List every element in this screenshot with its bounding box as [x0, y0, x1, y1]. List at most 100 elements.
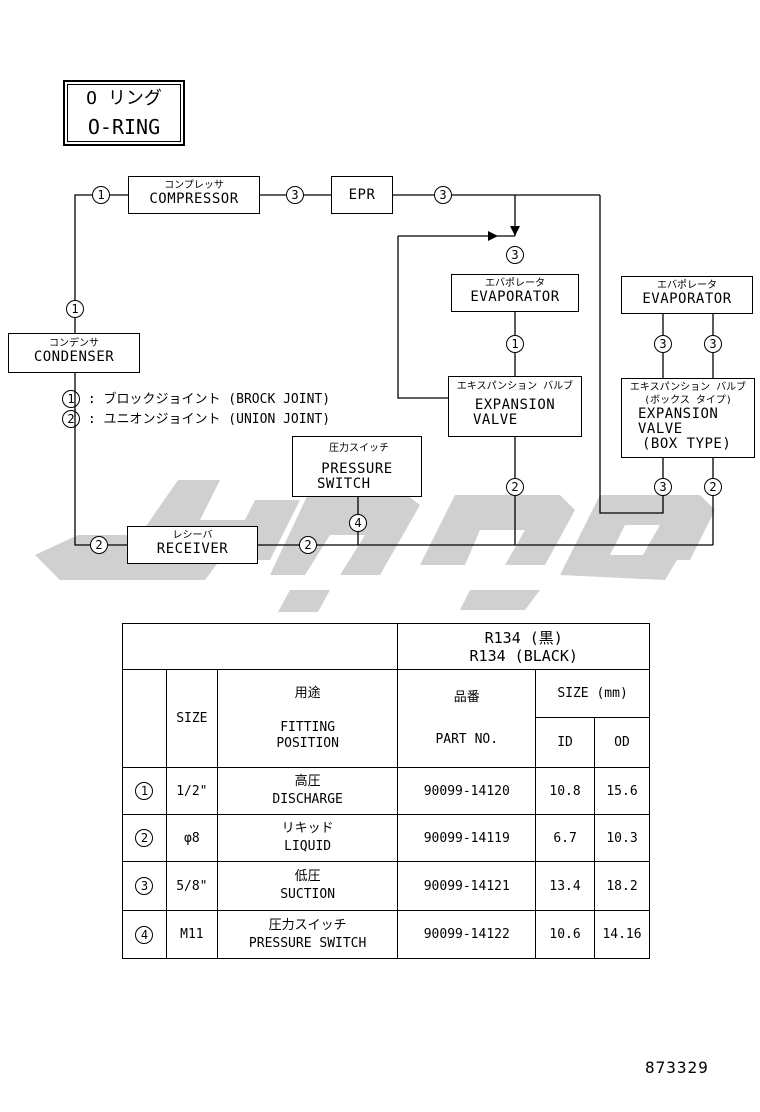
part-no-cell: 90099-14120	[397, 767, 537, 815]
marker-2: 2	[704, 478, 722, 496]
fitting-position-jp: リキッド	[281, 821, 334, 836]
fitting-position-header-en-2: POSITION	[276, 735, 339, 751]
expansion-valve-right-box: エキスパンション バルブ (ボックス タイプ) EXPANSION VALVE …	[621, 378, 755, 458]
expansion-valve-right-label-jp-2: (ボックス タイプ)	[644, 395, 732, 406]
row-marker: 2	[135, 829, 154, 847]
table-row: 1 1/2" 高圧 DISCHARGE 90099-14120 10.8 15.…	[122, 767, 650, 815]
fitting-position-cell: 高圧 DISCHARGE	[216, 767, 399, 815]
expansion-valve-left-label-1: EXPANSION	[474, 397, 556, 413]
o-ring-spec-table: R134 (黒) R134 (BLACK) SIZE 用途 FITTING PO…	[121, 623, 650, 959]
id-cell: 10.6	[535, 910, 596, 959]
condenser-label-jp: コンデンサ	[49, 338, 99, 349]
legend-text: : ブロックジョイント (BROCK JOINT)	[87, 392, 331, 407]
id-header: ID	[535, 717, 596, 768]
expansion-valve-left-label-jp: エキスパンション バルブ	[456, 381, 574, 392]
refrigerant-line-1: R134 (黒)	[484, 628, 563, 647]
size-mm-header: SIZE (mm)	[535, 669, 650, 718]
marker-4: 4	[349, 514, 367, 532]
size-cell: φ8	[165, 814, 218, 862]
id-cell: 6.7	[535, 814, 596, 862]
fitting-position-cell: リキッド LIQUID	[216, 814, 399, 862]
table-header-row: R134 (黒) R134 (BLACK)	[121, 623, 650, 670]
legend-text: : ユニオンジョイント (UNION JOINT)	[87, 412, 331, 427]
fitting-position-header: 用途 FITTING POSITION	[216, 669, 399, 768]
marker-3: 3	[286, 186, 304, 204]
row-marker: 3	[135, 877, 154, 895]
evaporator-left-box: エバポレータ EVAPORATOR	[451, 274, 579, 312]
pressure-switch-label-1: PRESSURE	[321, 461, 393, 477]
fitting-position-jp: 低圧	[294, 869, 321, 884]
legend: 1 : ブロックジョイント (BROCK JOINT) 2 : ユニオンジョイン…	[62, 390, 330, 430]
part-no-header: 品番 PART NO.	[397, 669, 537, 768]
expansion-valve-right-label-jp-1: エキスパンション バルブ	[629, 382, 747, 393]
marker-2: 2	[90, 536, 108, 554]
condenser-box: コンデンサ CONDENSER	[8, 333, 140, 373]
row-num-cell: 3	[122, 861, 167, 911]
joint-marker-2: 2	[62, 410, 80, 428]
part-no-cell: 90099-14119	[397, 814, 537, 862]
table-row: 3 5/8" 低圧 SUCTION 90099-14121 13.4 18.2	[122, 861, 650, 911]
od-cell: 15.6	[594, 767, 650, 815]
table-num-header	[122, 669, 167, 768]
compressor-label: COMPRESSOR	[149, 191, 239, 207]
od-cell: 14.16	[594, 910, 650, 959]
marker-3: 3	[704, 335, 722, 353]
evaporator-right-label-jp: エバポレータ	[657, 280, 717, 291]
od-cell: 18.2	[594, 861, 650, 911]
marker-3: 3	[654, 478, 672, 496]
id-cell: 10.8	[535, 767, 596, 815]
part-no-cell: 90099-14121	[397, 861, 537, 911]
row-num-cell: 2	[122, 814, 167, 862]
fitting-position-en: SUCTION	[280, 887, 336, 902]
evaporator-left-label: EVAPORATOR	[470, 289, 560, 305]
part-no-header-jp: 品番	[453, 689, 480, 705]
compressor-label-jp: コンプレッサ	[164, 180, 224, 191]
marker-1: 1	[92, 186, 110, 204]
legend-item: 1 : ブロックジョイント (BROCK JOINT)	[62, 390, 330, 410]
row-num-cell: 1	[122, 767, 167, 815]
condenser-label: CONDENSER	[33, 349, 115, 365]
marker-3: 3	[654, 335, 672, 353]
pressure-switch-label-2: SWITCH	[317, 476, 371, 492]
fitting-position-header-en-1: FITTING	[280, 719, 336, 735]
size-header: SIZE	[165, 669, 218, 768]
od-cell: 10.3	[594, 814, 650, 862]
part-no-cell: 90099-14122	[397, 910, 537, 959]
refrigerant-header: R134 (黒) R134 (BLACK)	[397, 623, 650, 670]
expansion-valve-right-label-1: EXPANSION	[638, 406, 719, 422]
receiver-box: レシーバ RECEIVER	[127, 526, 258, 564]
row-marker: 1	[135, 782, 154, 800]
pressure-switch-label-jp: 圧力スイッチ	[329, 443, 389, 454]
title-en: O-RING	[87, 115, 161, 139]
expansion-valve-right-label-3: (BOX TYPE)	[642, 436, 732, 452]
expansion-valve-left-label-2: VALVE	[473, 412, 518, 428]
evaporator-right-box: エバポレータ EVAPORATOR	[621, 276, 753, 314]
pressure-switch-box: 圧力スイッチ PRESSURE SWITCH	[292, 436, 422, 497]
table-header-row: ID OD	[123, 717, 650, 768]
fitting-position-cell: 低圧 SUCTION	[216, 861, 399, 911]
size-cell: M11	[165, 910, 218, 959]
compressor-box: コンプレッサ COMPRESSOR	[128, 176, 260, 214]
marker-3: 3	[434, 186, 452, 204]
part-no-header-en: PART NO.	[435, 731, 499, 747]
table-header-row: SIZE 用途 FITTING POSITION 品番 PART NO. SIZ…	[122, 669, 650, 768]
refrigerant-line-2: R134 (BLACK)	[469, 646, 578, 665]
fitting-position-en: PRESSURE SWITCH	[248, 935, 367, 951]
row-marker: 4	[135, 925, 154, 944]
od-header: OD	[594, 717, 650, 768]
fitting-position-header-jp: 用途	[294, 685, 321, 701]
epr-box: EPR	[331, 176, 393, 214]
legend-item: 2 : ユニオンジョイント (UNION JOINT)	[62, 410, 330, 430]
joint-marker-1: 1	[62, 390, 80, 408]
size-cell: 1/2"	[165, 767, 218, 815]
fitting-position-jp: 高圧	[294, 774, 321, 789]
title-box: O リング O-RING	[63, 80, 185, 146]
marker-2: 2	[506, 478, 524, 496]
receiver-label-jp: レシーバ	[172, 530, 213, 541]
evaporator-right-label: EVAPORATOR	[642, 291, 732, 307]
marker-3: 3	[506, 246, 524, 264]
title-jp: O リング	[86, 88, 162, 109]
receiver-label: RECEIVER	[156, 541, 229, 557]
evaporator-left-label-jp: エバポレータ	[485, 278, 545, 289]
size-cell: 5/8"	[165, 861, 218, 911]
